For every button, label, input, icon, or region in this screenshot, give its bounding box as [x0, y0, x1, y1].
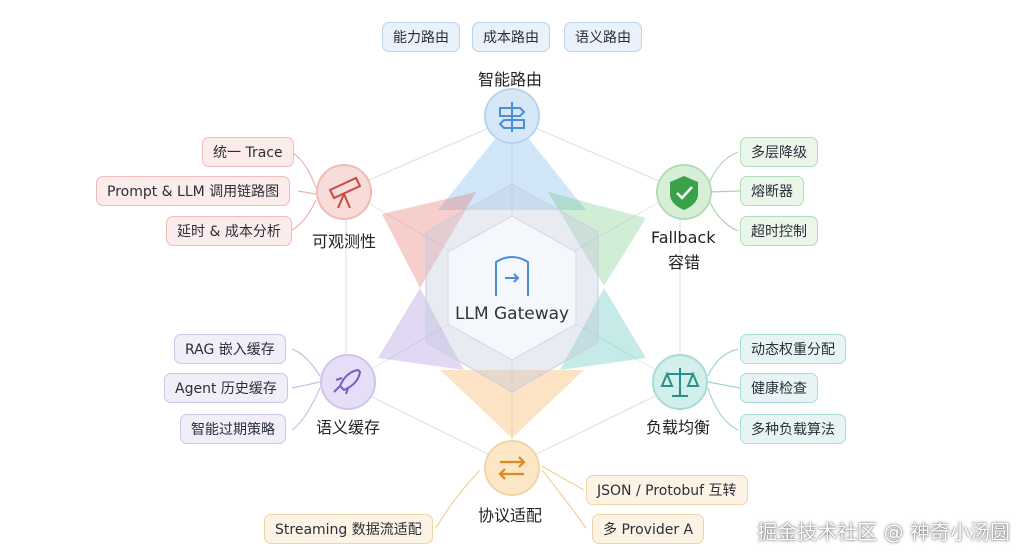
- center-label: LLM Gateway: [455, 304, 570, 324]
- observability-node: [316, 164, 372, 220]
- swap-arrows-icon: [498, 456, 526, 480]
- routing-triangle: [438, 118, 586, 210]
- cache-item-rag: RAG 嵌入缓存: [174, 334, 286, 364]
- telescope-icon: [328, 176, 362, 209]
- fallback-item-circuit-breaker: 熔断器: [740, 176, 804, 206]
- load-balancing-node: [652, 354, 708, 410]
- protocol-item-multi-provider: 多 Provider A: [592, 514, 705, 544]
- cache-item-expiry: 智能过期策略: [180, 414, 286, 444]
- scale-icon: [660, 368, 700, 397]
- obs-item-latency-cost: 延时 & 成本分析: [166, 216, 292, 246]
- lb-item-dynamic-weight: 动态权重分配: [740, 334, 846, 364]
- lb-item-health-check: 健康检查: [740, 373, 818, 403]
- routing-item-semantic: 语义路由: [564, 22, 642, 52]
- center-hexagon: [447, 215, 577, 361]
- observability-label: 可观测性: [312, 232, 377, 251]
- gateway-icon: [495, 256, 529, 296]
- shield-check-mark: [676, 186, 693, 200]
- load-balancing-label: 负载均衡: [646, 418, 711, 437]
- semantic-cache-label: 语义缓存: [316, 418, 381, 437]
- semantic-cache-triangle: [378, 288, 464, 370]
- routing-label: 智能路由: [478, 70, 543, 89]
- protocol-item-json-protobuf: JSON / Protobuf 互转: [586, 475, 748, 505]
- routing-item-capability: 能力路由: [382, 22, 460, 52]
- routing-item-cost: 成本路由: [472, 22, 550, 52]
- protocol-label: 协议适配: [478, 506, 543, 525]
- fallback-item-multilevel: 多层降级: [740, 137, 818, 167]
- signpost-icon: [498, 102, 526, 132]
- protocol-node: [484, 440, 540, 496]
- observability-triangle: [382, 192, 476, 288]
- protocol-item-streaming: Streaming 数据流适配: [264, 514, 433, 544]
- lb-item-algorithms: 多种负载算法: [740, 414, 846, 444]
- fallback-item-timeout: 超时控制: [740, 216, 818, 246]
- fallback-label-line1: Fallback: [651, 228, 716, 247]
- semantic-cache-node: [320, 354, 376, 410]
- rocket-icon: [333, 368, 362, 395]
- obs-item-trace: 统一 Trace: [202, 137, 294, 167]
- fallback-node: [656, 164, 712, 220]
- shield-check-icon: [670, 176, 698, 210]
- fallback-label-line2: 容错: [668, 253, 701, 272]
- protocol-triangle: [440, 370, 584, 438]
- load-balancing-triangle: [560, 288, 646, 370]
- fallback-triangle: [548, 192, 646, 286]
- obs-item-call-chain: Prompt & LLM 调用链路图: [96, 176, 291, 206]
- routing-node: [484, 88, 540, 144]
- cache-item-agent: Agent 历史缓存: [164, 373, 288, 403]
- watermark: 掘金技术社区 @ 神奇小汤圆: [757, 520, 1010, 544]
